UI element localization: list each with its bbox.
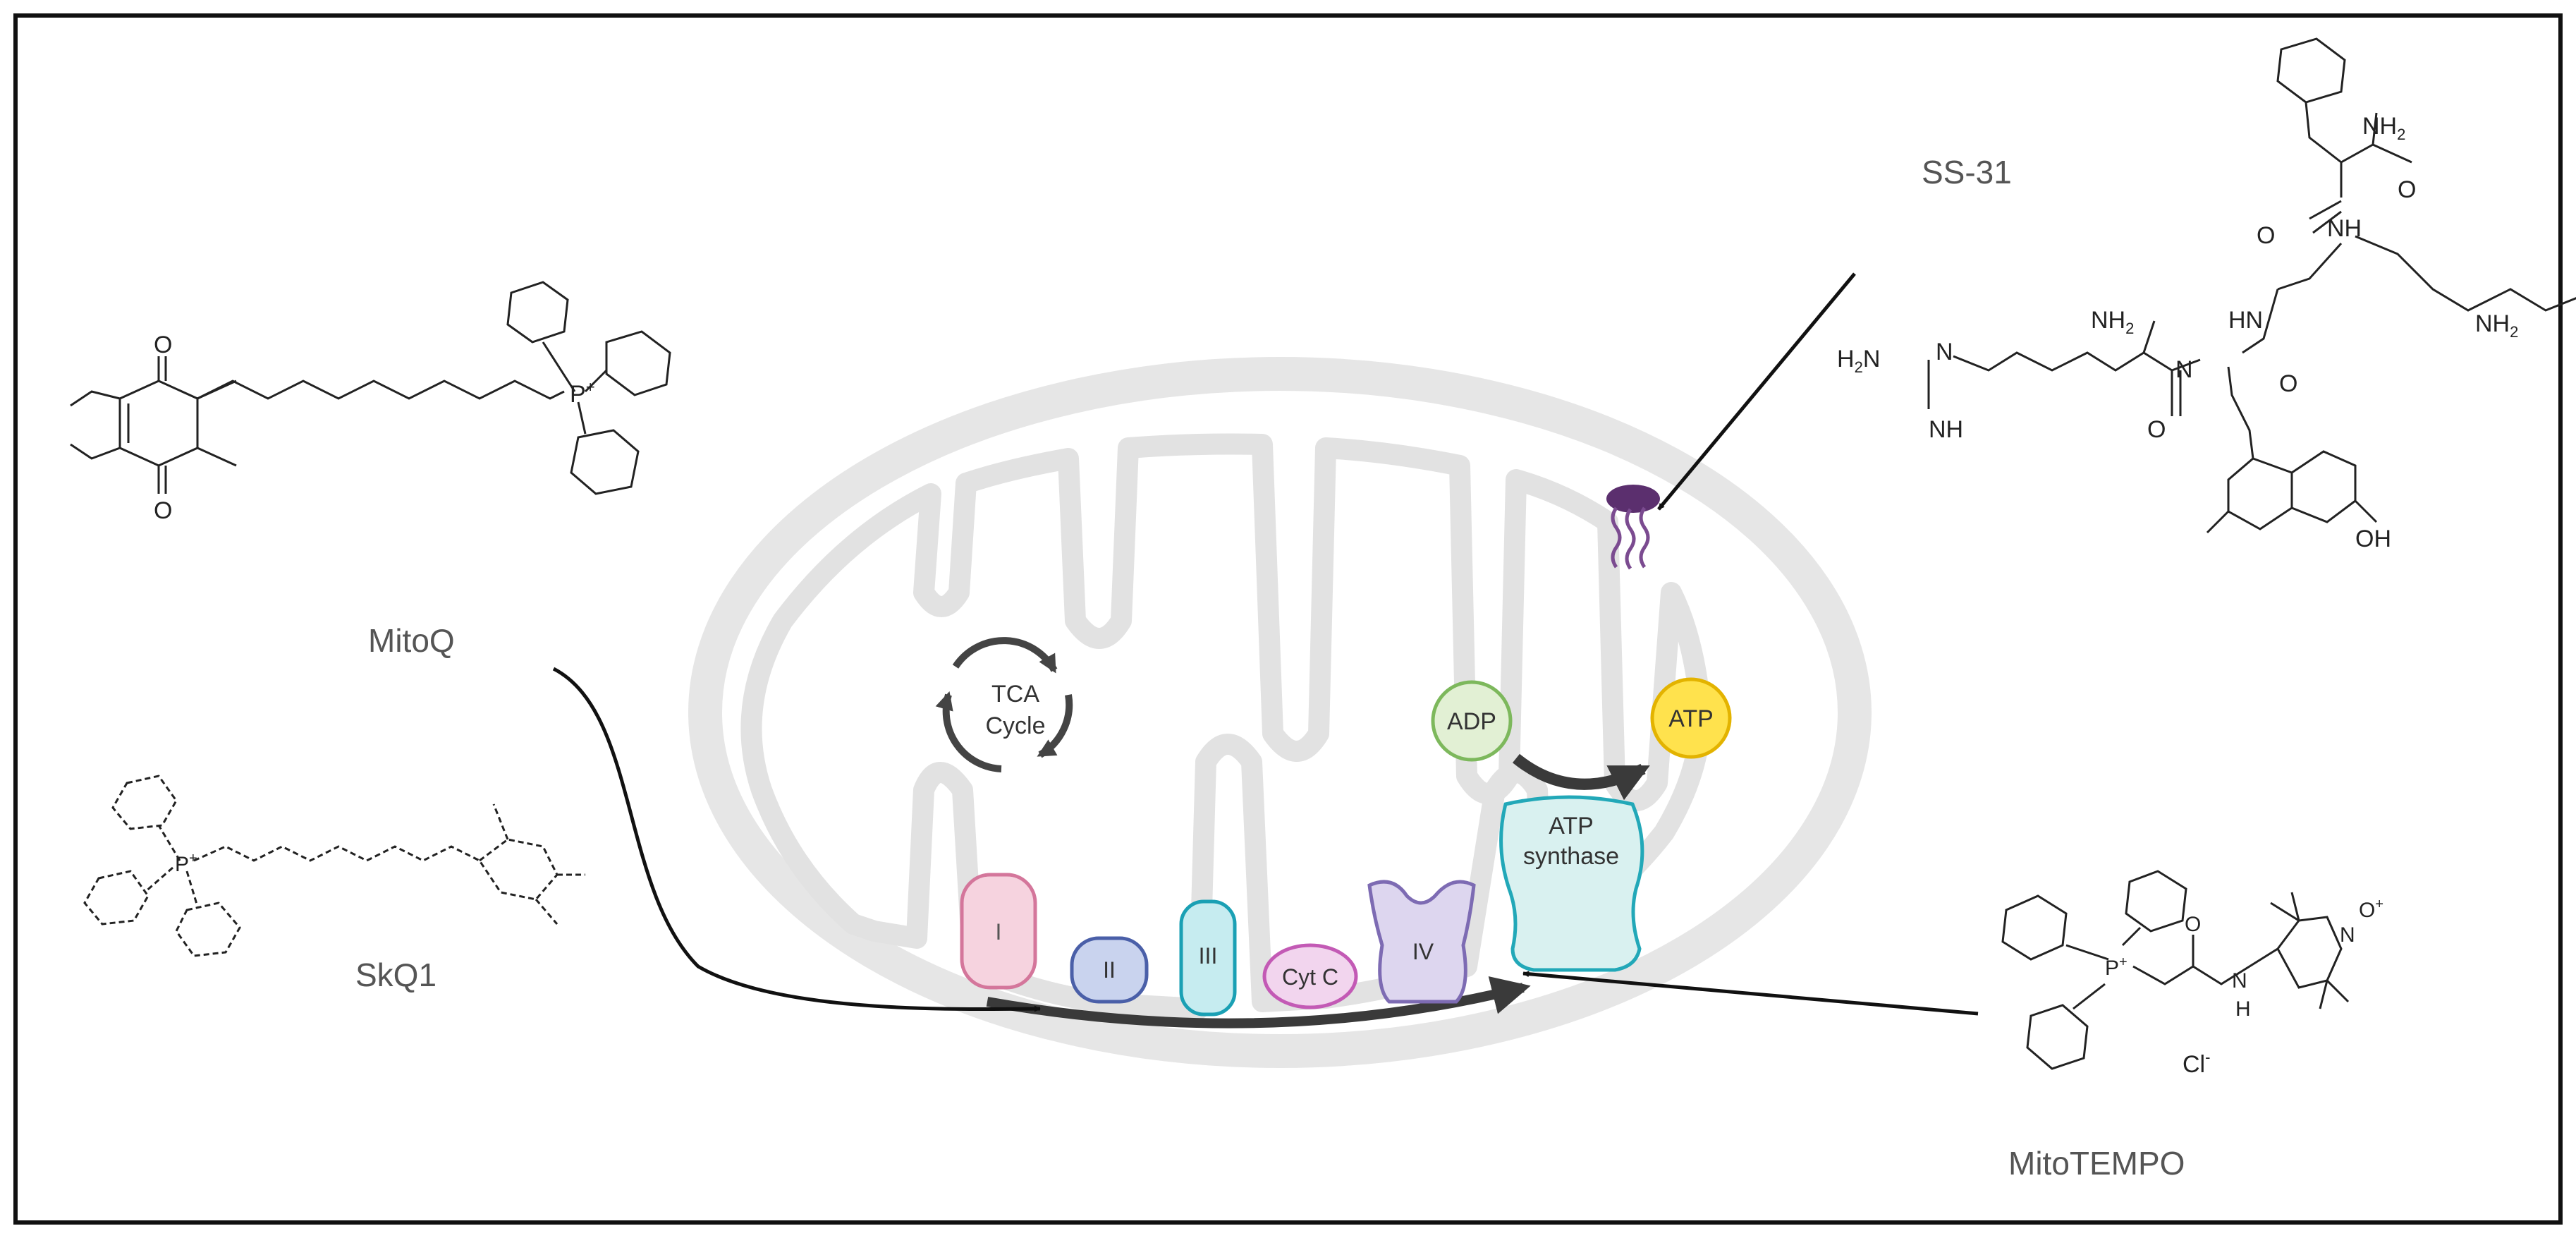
tca-label-line2: Cycle <box>985 712 1045 739</box>
skq1-structure <box>83 775 585 957</box>
ss31-oh: OH <box>2355 526 2391 552</box>
ss31-hn: HN <box>2228 307 2263 334</box>
cycle-arrows-icon <box>935 691 1002 772</box>
mitotempo-phosphonium: P+ <box>2105 954 2128 980</box>
mitoq-o-top: O <box>154 332 172 358</box>
ss31-nh2-lys: NH2 <box>2475 310 2518 341</box>
ss31-guanidine-nh: NH <box>1929 416 1963 443</box>
electron-transport-chain: I II III Cyt C IV <box>960 873 1531 1028</box>
complex-2 <box>1070 936 1149 1004</box>
mitotempo-label: MitoTEMPO <box>2008 1145 2185 1182</box>
ss31-guanidine-n: N <box>1936 339 1953 365</box>
mitoq-atom-labels: O O P+ <box>154 332 595 524</box>
complex-1 <box>960 873 1037 990</box>
cycle-arrows-icon <box>1037 694 1073 758</box>
ss31-target-arrow <box>1657 272 1856 511</box>
inner-membrane-cristae <box>740 433 1711 1019</box>
adp-atp-conversion: ADP ATP <box>1431 677 1732 801</box>
ss31-h2n: H2N <box>1837 346 1880 376</box>
skq1-label: SkQ1 <box>355 957 437 993</box>
ss31-nh2-top: NH2 <box>2362 113 2405 143</box>
complex-3 <box>1179 899 1237 1017</box>
mitotempo-atom-labels: P+ O N H N O+ Cl- <box>2105 897 2383 1078</box>
ss31-o-amide: O <box>2257 222 2275 249</box>
mitotempo-n-oxyl: N <box>2340 923 2355 947</box>
tca-cycle: TCA Cycle <box>935 637 1073 772</box>
mitoq-structure <box>70 281 671 495</box>
atp-synthase: ATP synthase <box>1499 795 1644 972</box>
skq1-atom-labels: P+ <box>175 851 197 876</box>
mitotempo-amide-h: H <box>2235 997 2251 1021</box>
atp-label: ATP <box>1668 705 1714 732</box>
atp-synthase-label-line1: ATP <box>1549 813 1594 839</box>
figure-border <box>13 13 2563 1225</box>
ss31-o-right: O <box>2279 370 2297 397</box>
skq1-phosphonium: P+ <box>175 851 197 876</box>
ss31-peptide-icon <box>1606 485 1660 570</box>
ss31-o-mid: O <box>2147 416 2166 443</box>
atp-synthase-shape <box>1499 795 1644 972</box>
mitotempo-target-arrow <box>1522 971 1979 1016</box>
mitoq-phosphonium: P+ <box>570 378 595 408</box>
adp-label: ADP <box>1447 708 1496 735</box>
mitotempo-chloride: Cl- <box>2183 1048 2210 1078</box>
mitoq-label: MitoQ <box>368 622 455 659</box>
ss31-nh2-arg: NH2 <box>2091 307 2134 337</box>
mitotempo-structure <box>2001 870 2350 1070</box>
mitoq-o-bottom: O <box>154 497 172 524</box>
mitoq-target-arrow <box>552 667 1041 1012</box>
cytochrome-c <box>1262 943 1358 1009</box>
cyt-c-label: Cyt C <box>1282 964 1338 990</box>
mitotempo-o-carbonyl: O <box>2185 913 2201 936</box>
ss31-o-top: O <box>2398 176 2416 203</box>
atp-synthase-label-line2: synthase <box>1523 843 1619 870</box>
complex-3-label: III <box>1199 943 1218 969</box>
complex-4 <box>1367 880 1476 1004</box>
adp-molecule <box>1431 680 1513 762</box>
ss31-amide-n: N <box>2175 356 2193 383</box>
ss31-nh-amide: NH <box>2327 215 2362 242</box>
ss31-atom-labels: NH2 O NH O HN NH2 NH2 H2N NH N N O O OH <box>1837 113 2518 552</box>
ss31-label: SS-31 <box>1922 154 2012 190</box>
adp-to-atp-arrow <box>1512 753 1650 801</box>
mitotempo-o-oxyl: O+ <box>2359 897 2383 922</box>
ss31-structure <box>1927 37 2576 534</box>
complex-2-label: II <box>1103 957 1116 983</box>
atp-molecule <box>1650 677 1732 759</box>
complex-4-label: IV <box>1412 939 1434 964</box>
mitotempo-amide-n: N <box>2232 969 2247 993</box>
mitochondrion: TCA Cycle ADP ATP ATP synthase I II III <box>688 357 1872 1068</box>
cycle-arrows-icon <box>952 637 1058 674</box>
complex-1-label: I <box>996 919 1002 945</box>
tca-label-line1: TCA <box>991 681 1039 708</box>
